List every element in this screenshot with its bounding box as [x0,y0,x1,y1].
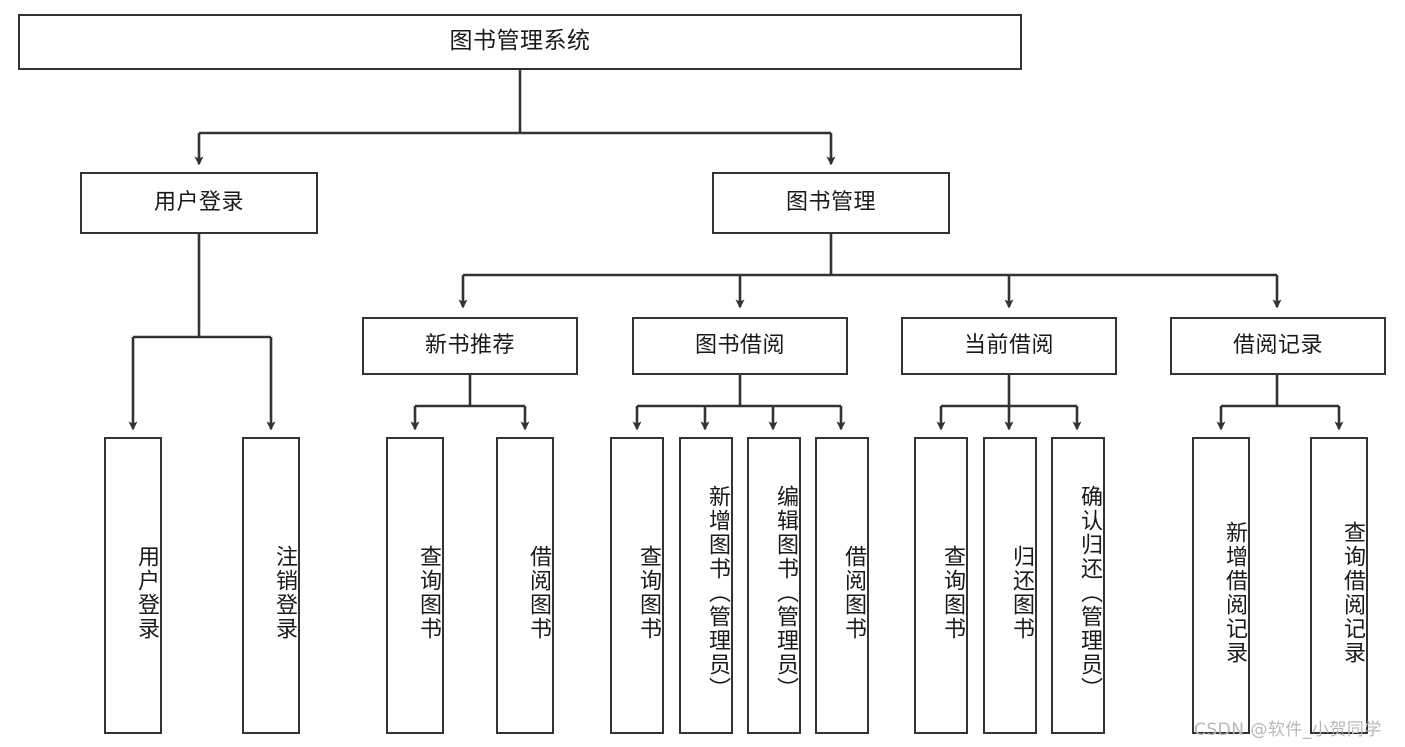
node-label: 借阅记录 [1232,332,1323,358]
watermark-text: CSDN @软件_小贺同学 [1194,720,1382,740]
node-new-book-recommend[interactable]: 新书推荐 [362,317,578,375]
node-label: 新书推荐 [424,332,515,358]
node-label: 查询图书 [940,544,965,641]
leaf-book-borrow-add-book-admin[interactable]: 新增图书（管理员） [679,437,733,734]
node-book-borrow[interactable]: 图书借阅 [632,317,848,375]
leaf-current-borrow-return-book[interactable]: 归还图书 [983,437,1037,734]
node-label: 注销登录 [272,544,297,641]
node-label: 查询图书 [416,544,441,641]
leaf-current-borrow-query-book[interactable]: 查询图书 [914,437,968,734]
leaf-book-borrow-edit-book-admin[interactable]: 编辑图书（管理员） [747,437,801,734]
node-label: 新增图书（管理员） [705,484,730,701]
node-label: 用户登录 [153,189,244,215]
leaf-book-borrow-borrow-book[interactable]: 借阅图书 [815,437,869,734]
node-book-management[interactable]: 图书管理 [712,172,950,234]
csdn-watermark: CSDN @软件_小贺同学 [1194,715,1382,740]
node-label: 借阅图书 [841,544,866,641]
leaf-book-borrow-query-book[interactable]: 查询图书 [610,437,664,734]
node-current-borrow[interactable]: 当前借阅 [901,317,1117,375]
node-root-book-management-system[interactable]: 图书管理系统 [18,14,1022,70]
node-borrow-record[interactable]: 借阅记录 [1170,317,1386,375]
node-label: 新增借阅记录 [1222,520,1247,665]
node-label: 图书借阅 [694,332,785,358]
node-user-login[interactable]: 用户登录 [80,172,318,234]
leaf-user-login-login[interactable]: 用户登录 [104,437,162,734]
node-label: 查询借阅记录 [1340,520,1365,665]
node-label: 查询图书 [636,544,661,641]
leaf-new-book-query-book[interactable]: 查询图书 [386,437,444,734]
leaf-current-borrow-confirm-return-admin[interactable]: 确认归还（管理员） [1051,437,1105,734]
node-label: 编辑图书（管理员） [773,484,798,701]
node-label: 图书管理系统 [449,28,591,55]
node-label: 确认归还（管理员） [1077,484,1102,701]
node-label: 当前借阅 [963,332,1054,358]
node-label: 图书管理 [785,189,876,215]
node-label: 借阅图书 [526,544,551,641]
node-label: 用户登录 [134,544,159,641]
leaf-new-book-borrow-book[interactable]: 借阅图书 [496,437,554,734]
leaf-user-login-logout[interactable]: 注销登录 [242,437,300,734]
node-label: 归还图书 [1009,544,1034,641]
leaf-borrow-record-add-record[interactable]: 新增借阅记录 [1192,437,1250,734]
leaf-borrow-record-query-record[interactable]: 查询借阅记录 [1310,437,1368,734]
